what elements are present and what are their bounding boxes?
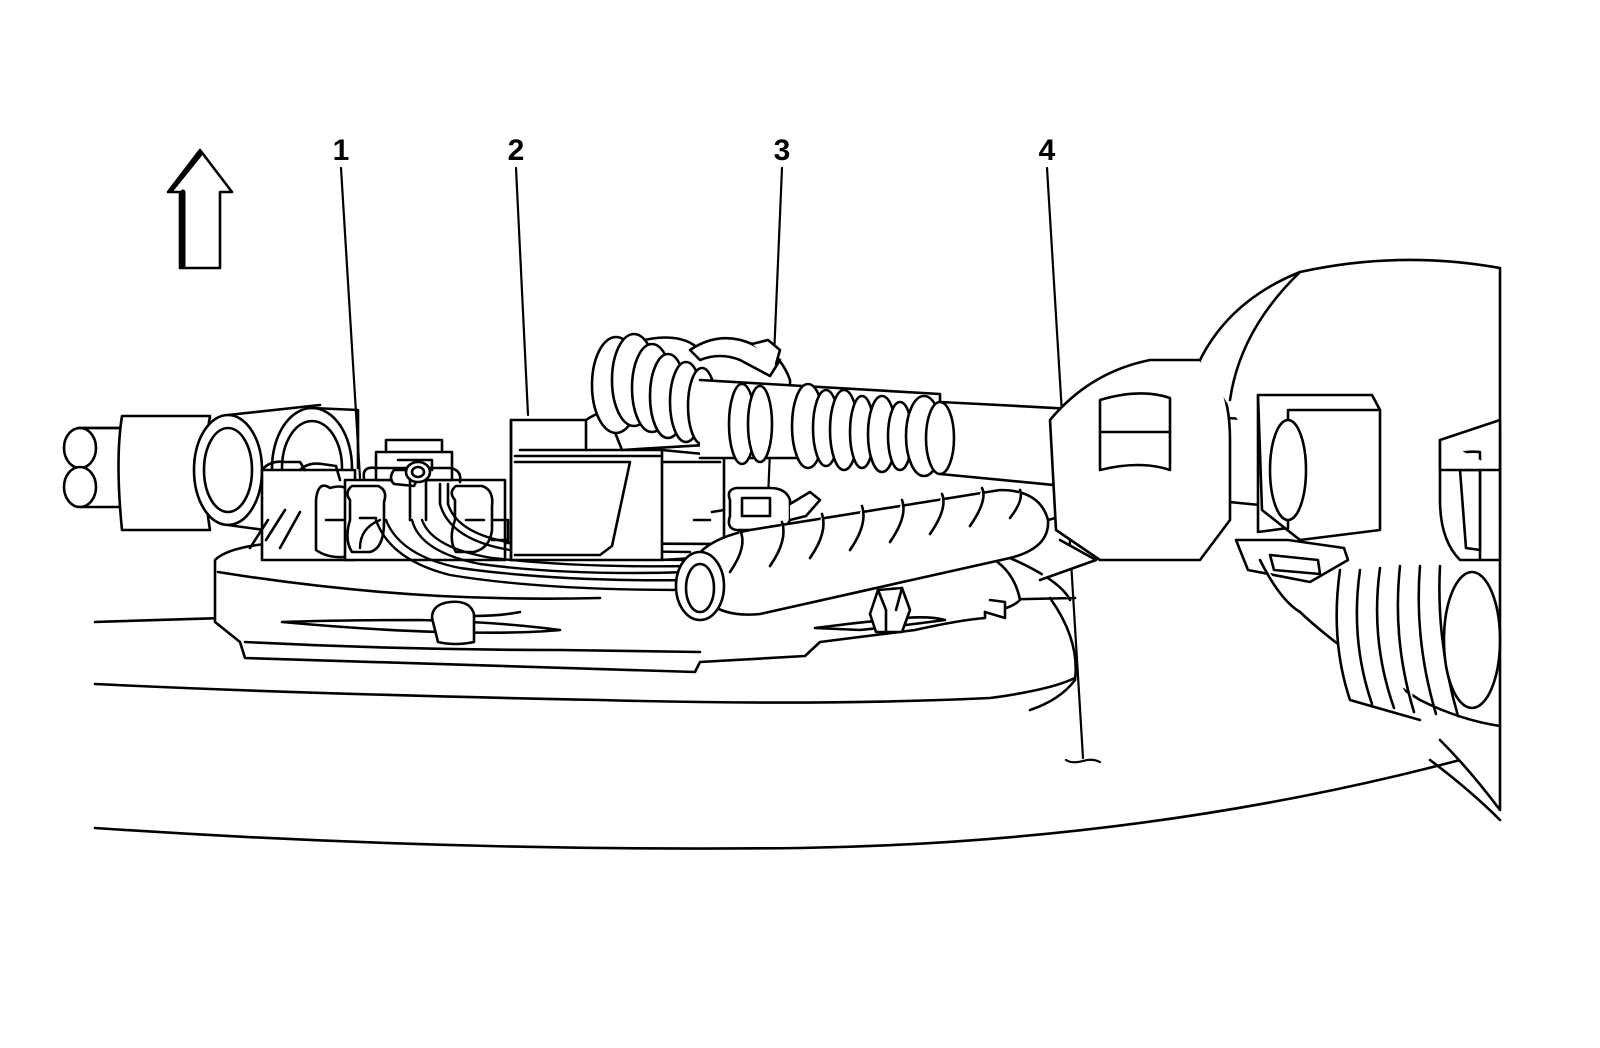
electrical-connector — [248, 438, 510, 562]
leader-line-2 — [514, 166, 530, 417]
callout-label-3: 3 — [773, 134, 791, 167]
callout-leaders — [339, 166, 1102, 764]
leader-tick-4 — [1064, 758, 1102, 764]
left-fuel-pipe — [62, 403, 360, 537]
flange-tab-left — [430, 600, 522, 646]
callout-label-1: 1 — [332, 134, 350, 167]
callout-label-2: 2 — [507, 134, 525, 167]
flange-tab-right — [868, 586, 912, 634]
fuel-pump-module-block — [509, 408, 726, 562]
up-arrow-icon — [166, 148, 234, 270]
corrugated-fuel-hose — [590, 332, 956, 478]
wrapped-wire-loom — [674, 486, 1102, 622]
right-tank-strap-assembly — [1038, 258, 1502, 822]
vent-line-clip — [710, 486, 822, 532]
callout-label-4: 4 — [1038, 134, 1056, 167]
